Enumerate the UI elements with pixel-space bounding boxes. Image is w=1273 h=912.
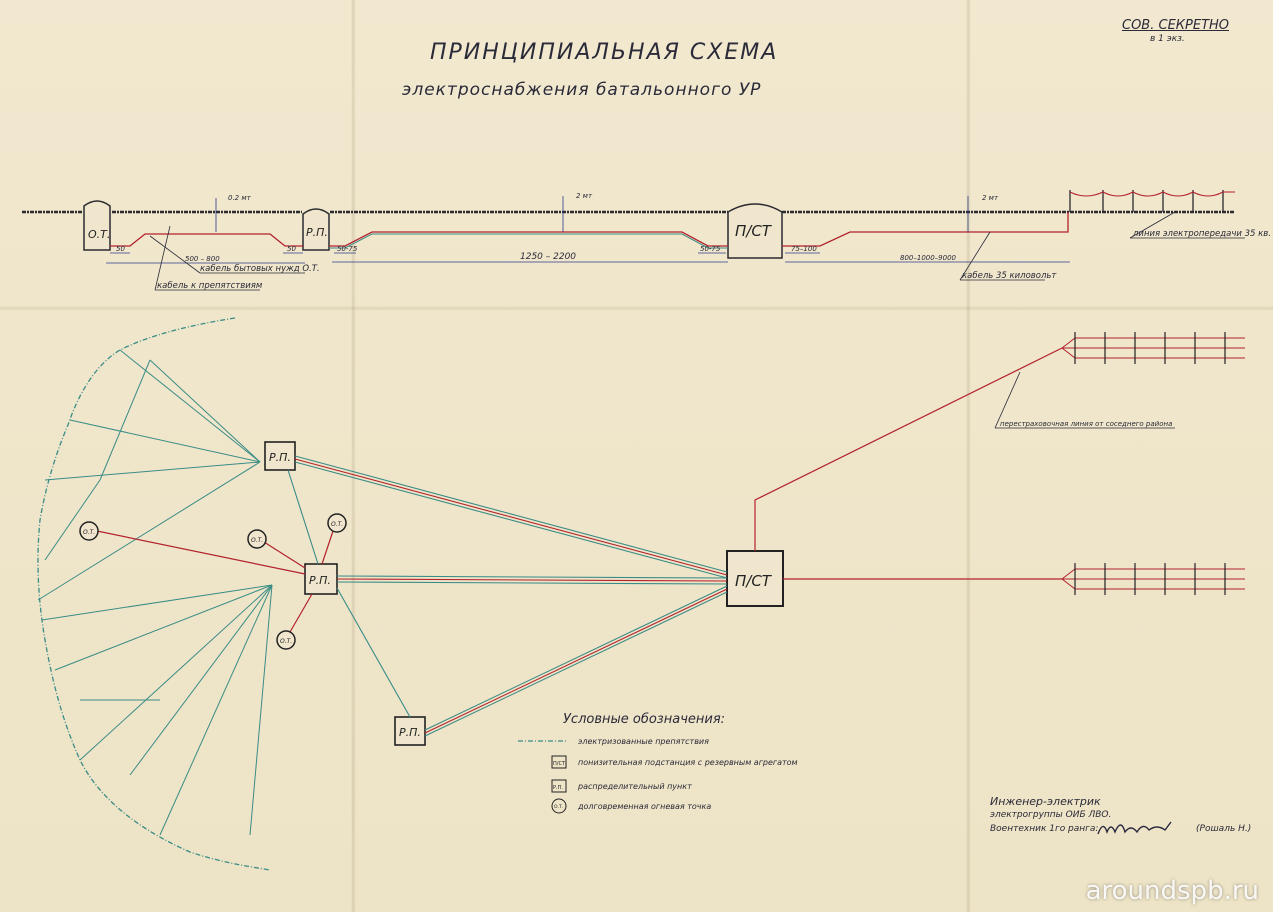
profile-cable-rp-pst: [329, 231, 728, 247]
ot-label-2: О.Т.: [251, 537, 263, 544]
legend-item-ot: долговременная огневая точка: [578, 802, 712, 811]
plan-power-line-lower: [1061, 568, 1245, 590]
signature-rank: Воентехник 1го ранга:: [990, 824, 1099, 834]
profile-cable-35kv: [782, 212, 1069, 247]
plan-power-poles-upper: [1074, 332, 1226, 364]
handwritten-signature: [1097, 821, 1172, 835]
plan-pst-label: П/СТ: [735, 572, 773, 590]
plan-main-feeders: [287, 455, 728, 737]
legend-ot-symbol: [551, 798, 567, 814]
plan-power-line-upper: [1061, 337, 1245, 359]
dim-5: 1250 – 2200: [520, 252, 576, 262]
dim-6: 50-75: [700, 245, 721, 253]
legend-rp-symbol: [551, 779, 567, 793]
profile-pst-building: [727, 203, 783, 259]
signature-name: (Рошаль Н.): [1196, 824, 1252, 834]
signature-unit: электрогруппы ОИБ ЛВО.: [990, 810, 1112, 820]
ot-label-3: О.Т.: [331, 521, 343, 528]
dim-8: 800–1000–9000: [900, 254, 957, 262]
plan-rp-center: [304, 563, 338, 595]
depth-label-3: 2 мт: [982, 194, 999, 202]
legend-item-rp: распределительный пункт: [578, 782, 692, 791]
diagram-title: ПРИНЦИПИАЛЬНАЯ СХЕМА: [430, 40, 779, 65]
plan-rp-top-label: Р.П.: [269, 451, 291, 464]
signature-title: Инженер-электрик: [990, 795, 1101, 808]
dim-7: 75–100: [791, 245, 817, 253]
watermark: aroundspb.ru: [1085, 876, 1259, 906]
plan-section: Р.П. Р.П. Р.П. П/СТ О.Т.: [37, 317, 1245, 871]
cable-label-1: кабель бытовых нужд О.Т.: [200, 264, 320, 274]
profile-cable-rp-pst-teal: [329, 233, 728, 249]
dim-1: 50: [116, 245, 125, 253]
legend-symbol-ot: О.Т.: [554, 804, 563, 810]
profile-section: О.Т. Р.П. П/СТ: [22, 190, 1271, 291]
power-line-label: линия электропередачи 35 кв.: [1132, 229, 1271, 239]
reserve-line-label: перестраховочная линия от соседнего райо…: [1000, 420, 1172, 428]
plan-rp-bottom-label: Р.П.: [399, 726, 421, 739]
obstacle-feeders: [37, 349, 273, 836]
profile-ot-label: О.Т.: [88, 228, 110, 241]
ot-label-4: О.Т.: [280, 638, 292, 645]
legend-item-obstacles: электризованные препятствия: [578, 737, 709, 746]
plan-rp-top: [264, 441, 296, 471]
legend: П/СТ Р.П. О.Т.: [518, 740, 568, 814]
cable-label-3: кабель 35 киловольт: [962, 271, 1057, 281]
depth-label-1: 0.2 мт: [228, 194, 252, 202]
profile-rp-bunker: [302, 208, 330, 251]
profile-pst-label: П/СТ: [735, 222, 773, 240]
dim-3: 50: [287, 245, 296, 253]
profile-power-poles: [1069, 190, 1235, 212]
reserve-line-leader: [994, 371, 1175, 429]
classification-stamp: СОВ. СЕКРЕТНО: [1122, 18, 1230, 33]
legend-symbol-rp: Р.П.: [553, 785, 563, 791]
legend-symbol-pst: П/СТ: [553, 761, 566, 767]
dim-4: 50-75: [337, 245, 358, 253]
profile-rp-label: Р.П.: [306, 226, 328, 239]
profile-leaders: [149, 211, 1245, 291]
legend-item-pst: понизительная подстанция с резервным агр…: [578, 758, 798, 767]
obstacle-perimeter: [37, 317, 271, 871]
plan-power-poles-lower: [1074, 563, 1226, 595]
plan-rp-bottom: [394, 716, 426, 746]
legend-pst-symbol: [551, 755, 567, 769]
depth-label-2: 2 мт: [576, 192, 593, 200]
copies-note: в 1 экз.: [1150, 34, 1185, 44]
ot-label-1: О.Т.: [83, 529, 95, 536]
profile-cable-ot: [110, 233, 303, 247]
dim-2: 500 – 800: [185, 255, 220, 263]
diagram-subtitle: электроснабжения батальонного УР: [402, 80, 762, 100]
cable-label-2: кабель к препятствиям: [157, 281, 263, 291]
legend-title: Условные обозначения:: [563, 712, 726, 727]
plan-ot-points: О.Т. О.Т. О.Т. О.Т.: [79, 513, 347, 650]
plan-rp-center-label: Р.П.: [309, 574, 331, 587]
profile-ot-bunker: [83, 200, 111, 251]
profile-dimensions: [106, 196, 1070, 264]
plan-hv-lines: [754, 347, 1063, 580]
